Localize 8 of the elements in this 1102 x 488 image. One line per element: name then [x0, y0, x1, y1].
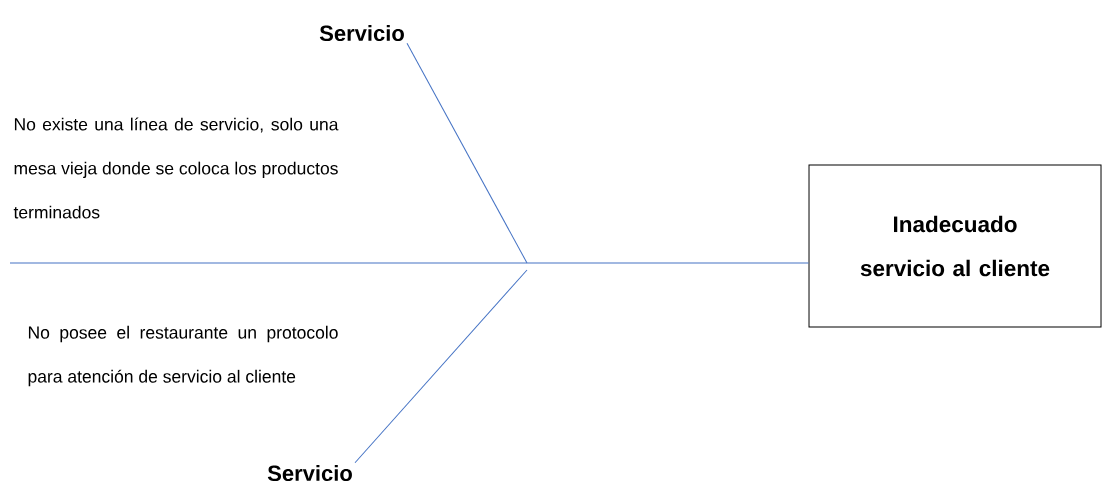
category-heading: Servicio	[267, 464, 352, 482]
fishbone-line	[9, 262, 809, 264]
fishbone-line	[406, 42, 528, 264]
cause-text: No existe una línea de servicio, solo una mesa vieja donde se coloca los productos terminados	[13, 117, 339, 219]
cause-text: No posee el restaurante un protocolo para atención de servicio al cliente	[28, 325, 338, 387]
effect-box: Inadecuado servicio al cliente	[808, 164, 1102, 328]
fishbone-line	[354, 269, 528, 464]
category-heading: Servicio	[319, 24, 404, 42]
